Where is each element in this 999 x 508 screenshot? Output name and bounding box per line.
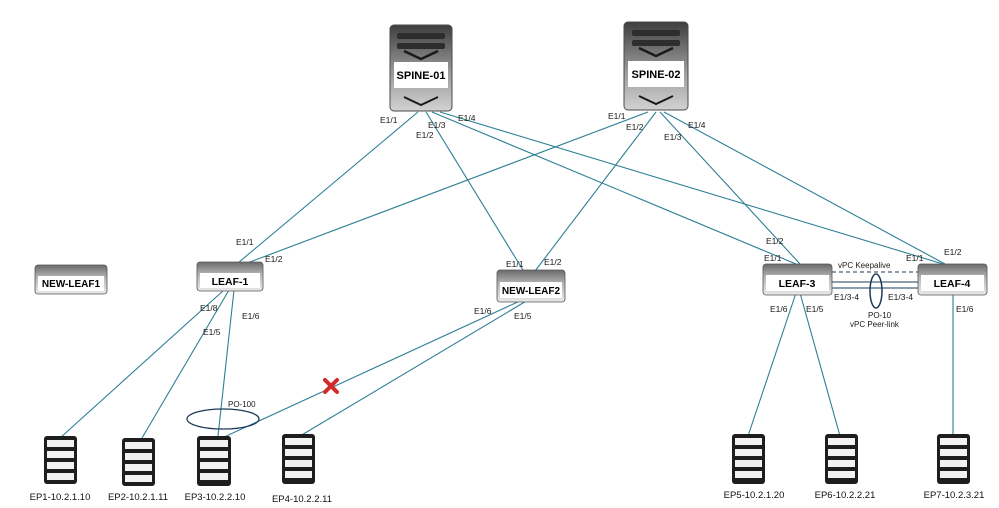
leaf1-port-e1-1: E1/1 <box>236 237 254 247</box>
leaf1-port-e1-8: E1/8 <box>200 303 218 313</box>
link-leaf3-ep5 <box>747 292 797 437</box>
ep1-label: EP1-10.2.1.10 <box>30 492 91 503</box>
ep6-server-icon[interactable] <box>825 434 858 484</box>
po100-group: PO-100 <box>186 400 260 430</box>
ep6-label: EP6-10.2.2.21 <box>815 490 876 501</box>
leaf1-port-e1-5: E1/5 <box>203 327 221 337</box>
spine-02[interactable]: SPINE-02 <box>623 21 689 111</box>
link-leaf1-ep3 <box>217 289 235 437</box>
vpc-pair: vPC Keepalive PO-10 vPC Peer-link E1/3-4… <box>832 261 918 329</box>
new-leaf1[interactable]: NEW-LEAF1 <box>34 264 108 295</box>
po100-oval <box>186 408 260 430</box>
spine2-port-e1-2: E1/2 <box>626 122 644 132</box>
link-spine1-leaf4 <box>439 111 944 265</box>
link-spine1-leaf1 <box>231 111 419 269</box>
ep5-server-icon[interactable] <box>732 434 765 484</box>
leaf3-port-e1-5: E1/5 <box>806 304 824 314</box>
newleaf2-port-e1-5: E1/5 <box>514 311 532 321</box>
newleaf2-port-e1-1: E1/1 <box>506 259 524 269</box>
leaf-3[interactable]: LEAF-3 <box>762 263 833 296</box>
leaf3-port-e1-6: E1/6 <box>770 304 788 314</box>
host-links <box>59 289 954 439</box>
po100-label: PO-100 <box>228 400 256 409</box>
po10-label: PO-10 <box>868 311 892 320</box>
link-newleaf2-ep3 <box>221 299 523 439</box>
ep2-server-icon[interactable] <box>122 438 155 486</box>
new-leaf2-label: NEW-LEAF2 <box>502 286 561 297</box>
new-leaf2[interactable]: NEW-LEAF2 <box>496 269 566 303</box>
link-spine1-newleaf2 <box>425 111 527 276</box>
spine2-port-e1-1: E1/1 <box>608 111 626 121</box>
spine-01-label: SPINE-01 <box>397 70 446 82</box>
link-newleaf2-ep4 <box>299 299 529 437</box>
ep3-label: EP3-10.2.2.10 <box>185 492 246 503</box>
leaf3-port-e1-2: E1/2 <box>766 236 784 246</box>
ep5-label: EP5-10.2.1.20 <box>724 490 785 501</box>
ep7-server-icon[interactable] <box>937 434 970 484</box>
link-leaf3-ep6 <box>799 292 841 437</box>
leaf1-port-e1-6: E1/6 <box>242 311 260 321</box>
newleaf2-port-e1-2: E1/2 <box>544 257 562 267</box>
port-labels: E1/1 E1/3 E1/2 E1/4 E1/1 E1/2 E1/3 E1/4 … <box>200 111 974 337</box>
ep4-server-icon[interactable] <box>282 434 315 484</box>
link-leaf1-ep2 <box>141 289 230 439</box>
link-failure-x-icon <box>323 378 339 394</box>
vpc-keepalive-label: vPC Keepalive <box>838 261 891 270</box>
newleaf2-port-e1-6: E1/6 <box>474 306 492 316</box>
leaf4-vpc-port-label: E1/3-4 <box>888 292 913 302</box>
ep1-server-icon[interactable] <box>44 436 77 484</box>
leaf1-port-e1-2: E1/2 <box>265 254 283 264</box>
link-spine2-newleaf2 <box>531 111 657 276</box>
leaf4-port-e1-2: E1/2 <box>944 247 962 257</box>
ep7-label: EP7-10.2.3.21 <box>924 490 985 501</box>
link-spine2-leaf1 <box>233 111 649 269</box>
link-spine2-leaf4 <box>663 111 946 265</box>
ep4-label: EP4-10.2.2.11 <box>272 494 332 505</box>
ep3-server-icon[interactable] <box>197 436 231 486</box>
new-leaf1-label: NEW-LEAF1 <box>42 279 101 290</box>
leaf3-port-e1-1: E1/1 <box>764 253 782 263</box>
fabric-links <box>231 111 946 276</box>
spine1-port-e1-4: E1/4 <box>458 113 476 123</box>
endpoint-labels: EP1-10.2.1.10 EP2-10.2.1.11 EP3-10.2.2.1… <box>30 490 985 505</box>
po10-oval <box>869 273 883 309</box>
leaf4-port-e1-1: E1/1 <box>906 253 924 263</box>
leaf-3-label: LEAF-3 <box>779 278 816 290</box>
spine1-port-e1-1: E1/1 <box>380 115 398 125</box>
link-spine1-leaf3 <box>431 111 797 265</box>
spine2-port-e1-4: E1/4 <box>688 120 706 130</box>
spine1-port-e1-2: E1/2 <box>416 130 434 140</box>
leaf4-port-e1-6: E1/6 <box>956 304 974 314</box>
spine1-port-e1-3: E1/3 <box>428 120 446 130</box>
leaf-1-label: LEAF-1 <box>212 276 249 288</box>
link-spine2-leaf3 <box>659 111 801 265</box>
leaf-4-label: LEAF-4 <box>934 278 971 290</box>
leaf-1[interactable]: LEAF-1 <box>196 261 264 292</box>
spine2-port-e1-3: E1/3 <box>664 132 682 142</box>
link-leaf1-ep1 <box>59 289 225 439</box>
vpc-peer-link-label: vPC Peer-link <box>850 320 900 329</box>
spine-01[interactable]: SPINE-01 <box>389 24 453 112</box>
leaf-4[interactable]: LEAF-4 <box>917 263 988 296</box>
leaf3-vpc-port-label: E1/3-4 <box>834 292 859 302</box>
spine-02-label: SPINE-02 <box>632 69 681 81</box>
ep2-label: EP2-10.2.1.11 <box>108 492 168 503</box>
